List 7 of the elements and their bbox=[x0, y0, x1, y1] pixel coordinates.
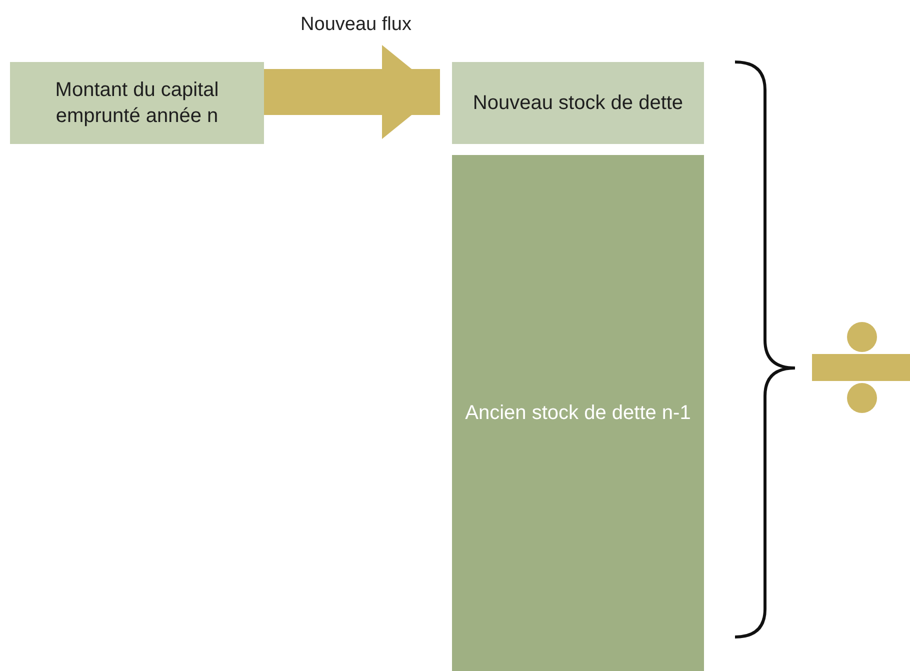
process-box bbox=[452, 62, 704, 144]
process-box bbox=[452, 155, 704, 671]
block-arrow bbox=[264, 45, 440, 139]
box-label: Montant du capital emprunté année n bbox=[54, 78, 220, 129]
process-box bbox=[10, 62, 264, 144]
box-label: Nouveau stock de dette bbox=[472, 91, 684, 116]
box-label: Ancien stock de dette n-1 bbox=[465, 401, 691, 426]
